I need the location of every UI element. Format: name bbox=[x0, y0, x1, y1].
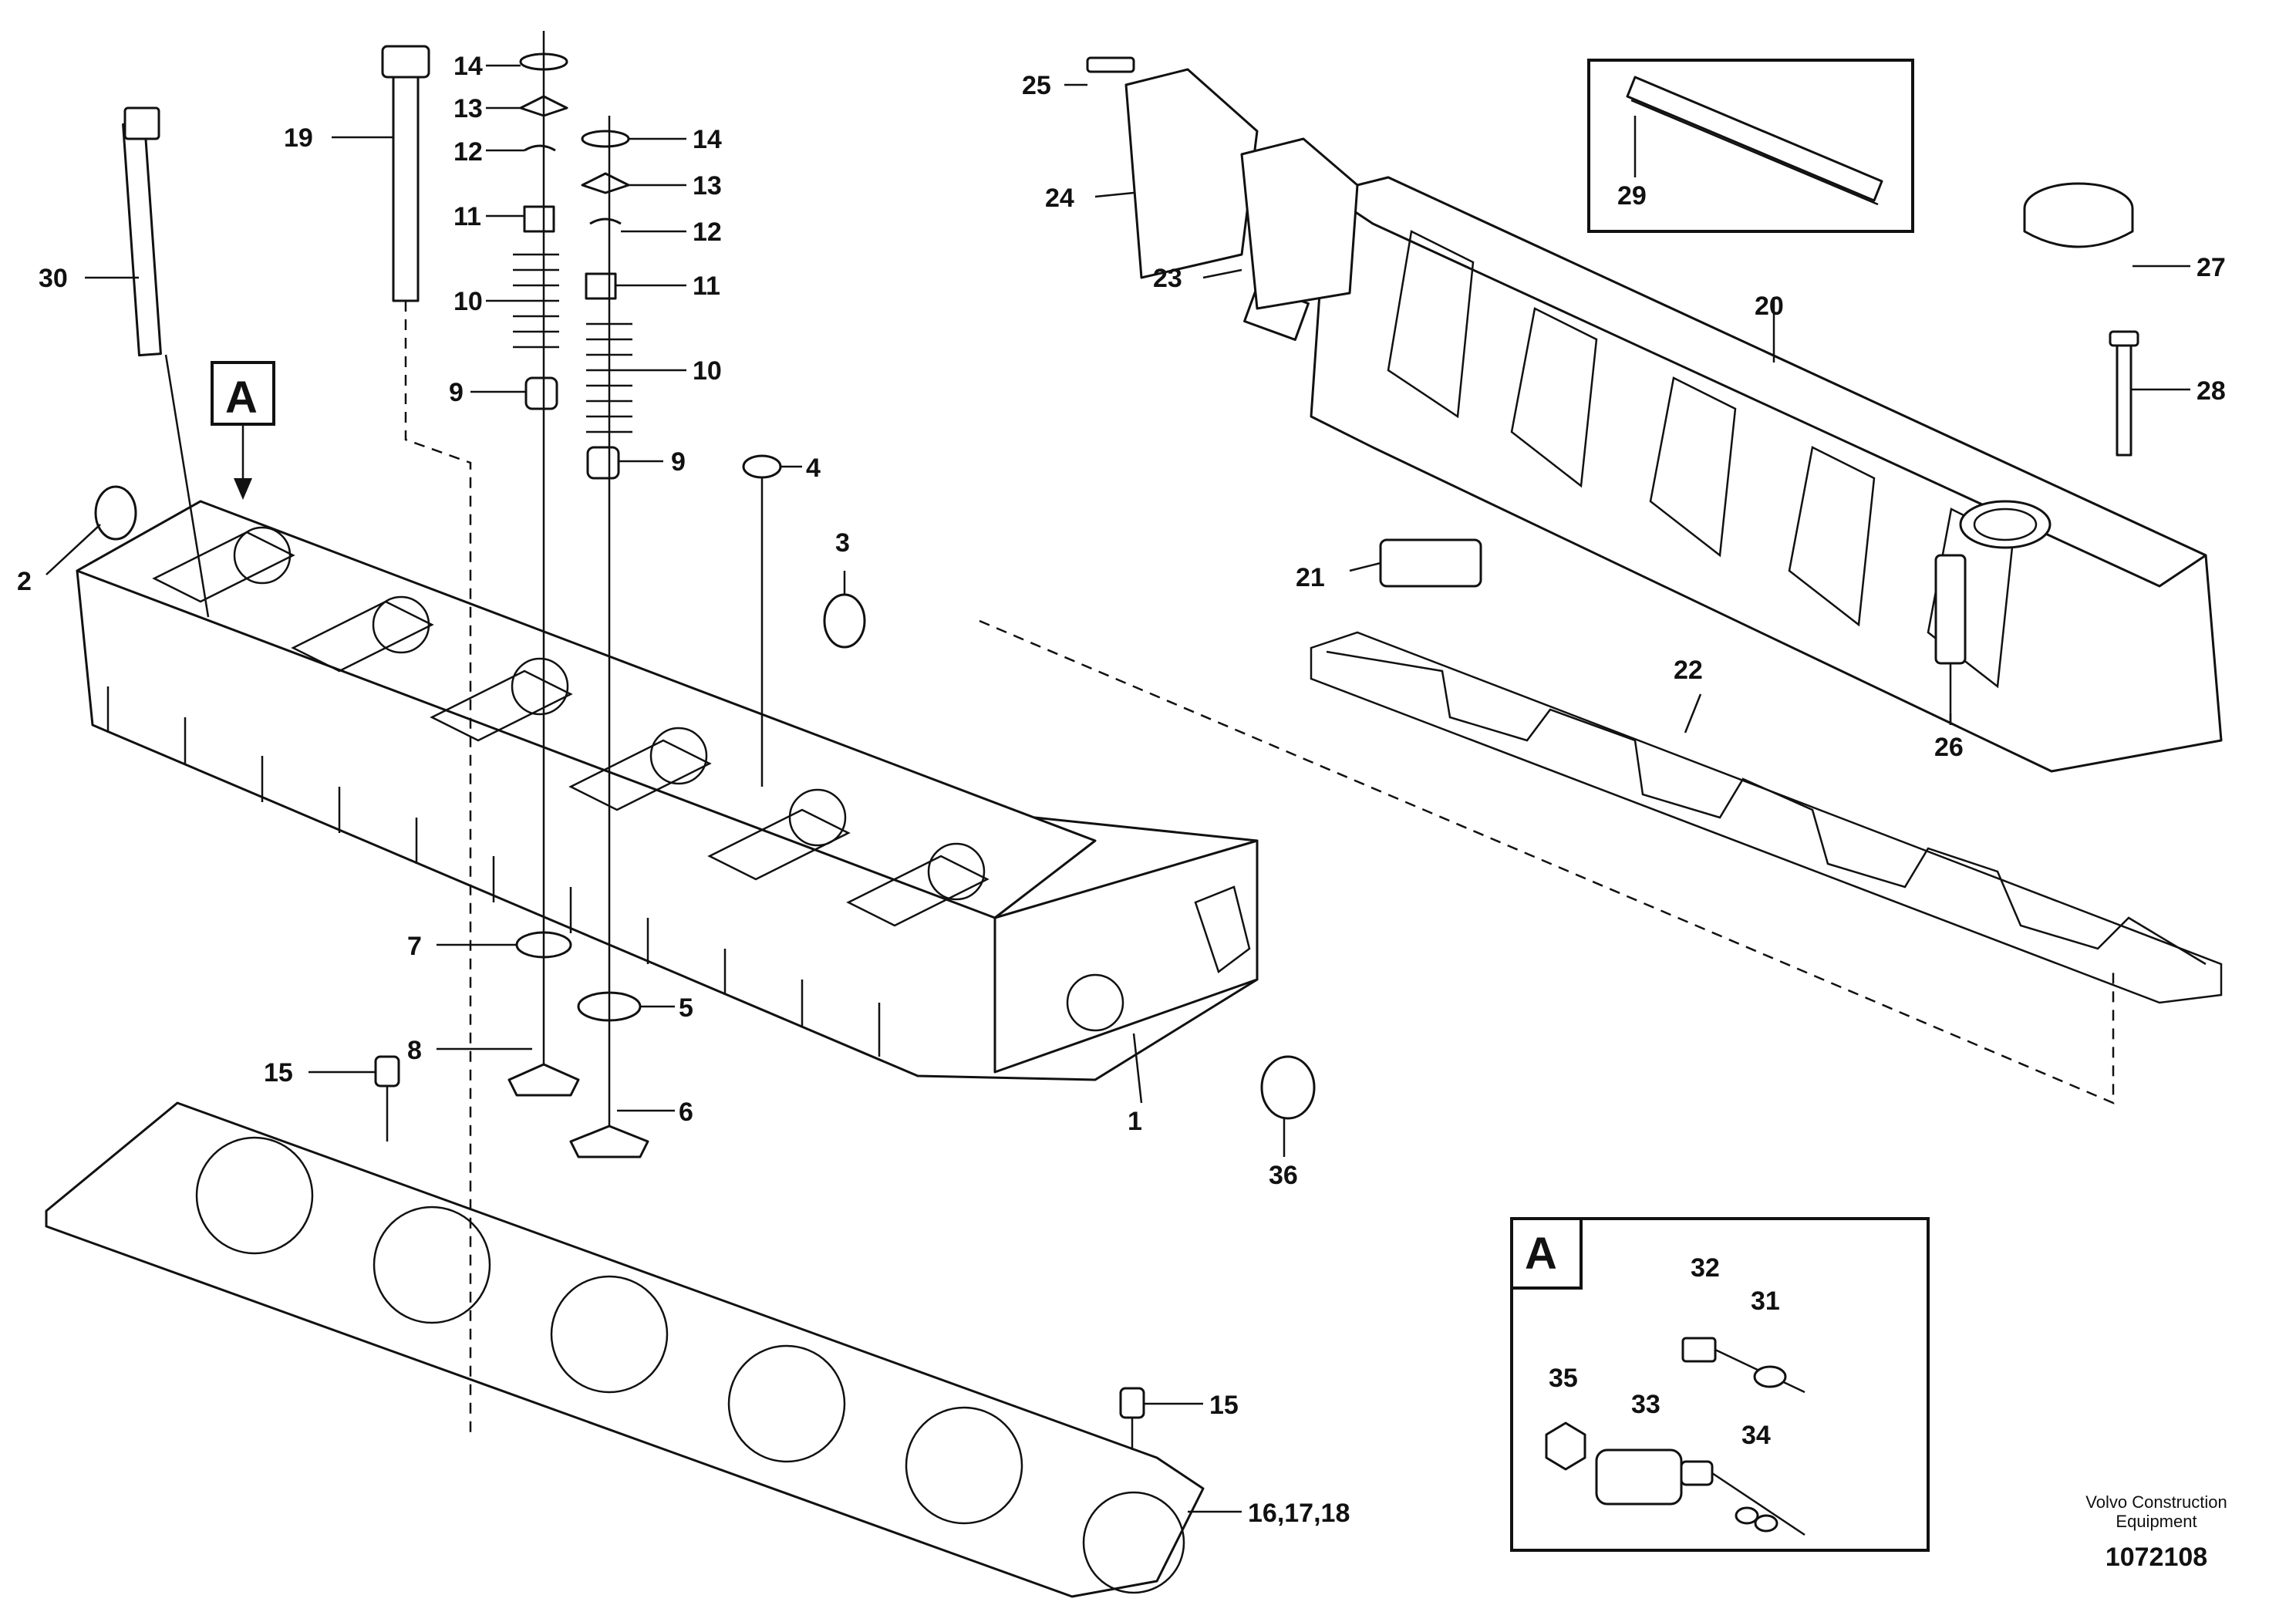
callout-7: 7 bbox=[407, 932, 422, 961]
callout-29: 29 bbox=[1617, 181, 1647, 211]
head-bolts bbox=[122, 45, 472, 1435]
callout-12a: 12 bbox=[453, 137, 483, 167]
callout-28: 28 bbox=[2197, 376, 2226, 406]
stud-28 bbox=[2116, 338, 2132, 457]
block-21 bbox=[1379, 538, 1482, 588]
callout-11b: 11 bbox=[693, 271, 720, 301]
callout-labels: 1 2 3 4 5 6 7 8 9 9 10 10 11 11 12 12 13… bbox=[17, 52, 2226, 1528]
plug-3 bbox=[823, 593, 866, 649]
callout-21: 21 bbox=[1296, 563, 1325, 592]
cylinder-head bbox=[76, 500, 1259, 1081]
callout-35: 35 bbox=[1549, 1364, 1578, 1393]
callout-22: 22 bbox=[1674, 656, 1703, 685]
callout-19: 19 bbox=[284, 123, 313, 153]
callout-11a: 11 bbox=[453, 202, 481, 231]
callout-10a: 10 bbox=[453, 287, 483, 316]
callout-24: 24 bbox=[1045, 184, 1074, 213]
callout-3: 3 bbox=[835, 528, 850, 558]
callout-30: 30 bbox=[39, 264, 68, 293]
callout-31: 31 bbox=[1751, 1286, 1780, 1316]
credit-line-1: Volvo Construction bbox=[2085, 1492, 2227, 1512]
seal-4 bbox=[742, 454, 782, 479]
callout-14b: 14 bbox=[693, 125, 722, 154]
valve-cover-gasket bbox=[1310, 631, 2223, 1004]
callout-33: 33 bbox=[1631, 1390, 1660, 1419]
callout-15a: 15 bbox=[264, 1058, 293, 1088]
seal-strip-26 bbox=[1934, 554, 1967, 665]
callout-36: 36 bbox=[1269, 1161, 1298, 1190]
callout-14a: 14 bbox=[453, 52, 483, 81]
cover-plate-24 bbox=[1124, 68, 1259, 279]
callout-2: 2 bbox=[17, 567, 32, 596]
callout-6: 6 bbox=[679, 1098, 693, 1127]
plug-2 bbox=[94, 485, 137, 541]
plug-36 bbox=[1260, 1055, 1316, 1120]
callout-9b: 9 bbox=[671, 447, 686, 477]
callout-26: 26 bbox=[1934, 733, 1964, 762]
valve-train bbox=[507, 31, 649, 1158]
callout-4: 4 bbox=[806, 454, 821, 483]
screw-25 bbox=[1086, 56, 1135, 73]
detail-box-29 bbox=[1587, 59, 1914, 233]
callout-9a: 9 bbox=[449, 378, 464, 407]
view-a-marker bbox=[211, 361, 275, 500]
view-a-letter: A bbox=[225, 373, 258, 423]
inset-a-letter: A bbox=[1525, 1229, 1557, 1279]
dowel-15a bbox=[374, 1055, 400, 1088]
callout-5: 5 bbox=[679, 993, 693, 1023]
gasket-23 bbox=[1240, 137, 1359, 310]
callout-12b: 12 bbox=[693, 218, 722, 247]
callout-20: 20 bbox=[1755, 292, 1784, 321]
callout-8: 8 bbox=[407, 1036, 422, 1065]
callout-13a: 13 bbox=[453, 94, 483, 123]
detail-a-inset bbox=[1510, 1217, 1930, 1552]
dowel-15b bbox=[1119, 1387, 1145, 1419]
callout-15b: 15 bbox=[1209, 1391, 1239, 1420]
head-gasket bbox=[45, 1101, 1205, 1598]
leader-lines bbox=[46, 64, 2190, 1513]
callout-25: 25 bbox=[1022, 71, 1051, 100]
callout-34: 34 bbox=[1741, 1421, 1771, 1450]
valve-cover bbox=[1243, 176, 2223, 773]
callout-13b: 13 bbox=[693, 171, 722, 201]
callout-23: 23 bbox=[1153, 264, 1182, 293]
callout-27: 27 bbox=[2197, 253, 2226, 282]
callout-32: 32 bbox=[1691, 1253, 1720, 1283]
callout-10b: 10 bbox=[693, 356, 722, 386]
credit-line-2: Equipment bbox=[2116, 1512, 2197, 1531]
callout-16-17-18: 16,17,18 bbox=[1248, 1499, 1350, 1528]
callout-1: 1 bbox=[1128, 1107, 1142, 1136]
drawing-number: 1072108 bbox=[2106, 1543, 2207, 1572]
